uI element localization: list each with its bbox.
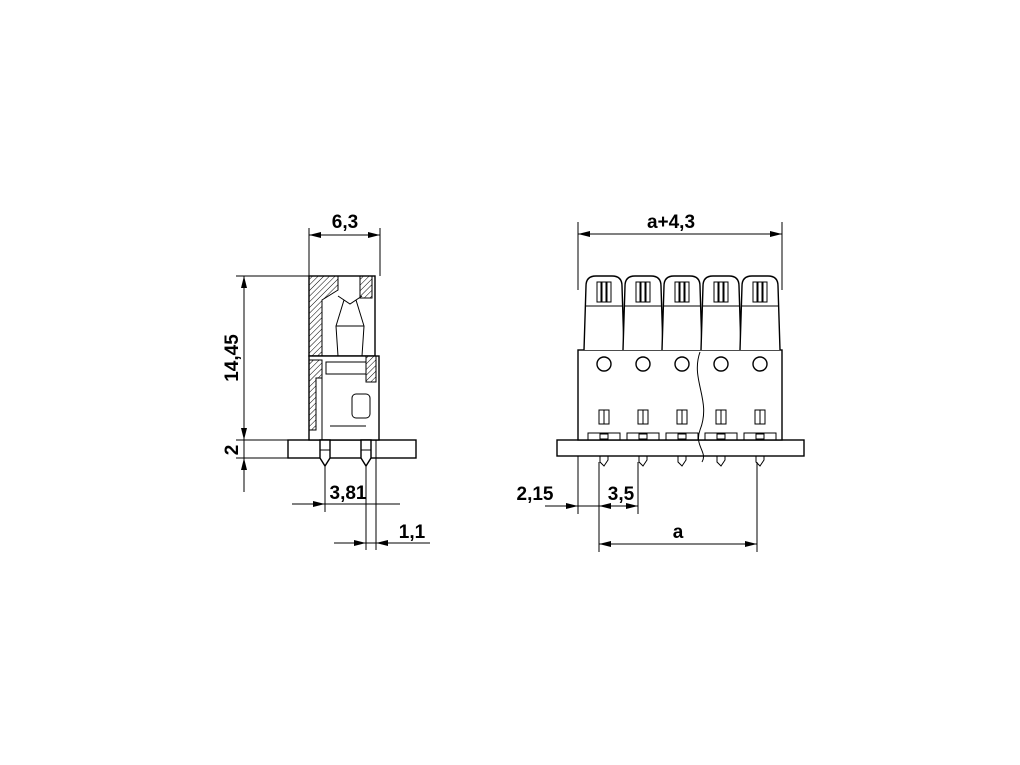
front-contact-opening: [626, 432, 660, 441]
front-contact-tab: [677, 433, 687, 440]
side-release-window: [351, 393, 371, 419]
dim-label-front-width: a+4,3: [647, 212, 695, 233]
front-contact-opening: [665, 432, 699, 441]
front-pin: [599, 456, 609, 467]
side-hatched-wall-bottom: [308, 359, 323, 431]
side-inner-slot: [325, 361, 367, 375]
front-modules: [583, 275, 781, 467]
dim-label-front-span: a: [673, 522, 684, 543]
front-test-hole: [752, 356, 768, 372]
side-pin-left: [319, 439, 331, 468]
front-pusher-slot: [596, 281, 602, 303]
front-pusher-slot: [752, 281, 758, 303]
front-test-hole: [713, 356, 729, 372]
front-contact-tab: [755, 433, 765, 440]
front-dimensions: a+4,3 2,15 3,5 a: [517, 212, 783, 552]
dim-label-side-base: 2: [222, 445, 243, 456]
side-view: [287, 275, 417, 468]
front-break-line: [696, 351, 705, 463]
front-base-plate: [556, 439, 805, 457]
front-pin: [638, 456, 648, 467]
front-pusher-slot: [635, 281, 641, 303]
front-pusher-slot: [684, 281, 690, 303]
front-pin: [677, 456, 687, 467]
front-contact-tab: [716, 433, 726, 440]
front-pusher-slot: [674, 281, 680, 303]
front-test-hole: [596, 356, 612, 372]
dim-label-side-offset: 1,1: [399, 522, 426, 543]
side-hatched-wall-top: [308, 275, 339, 357]
front-test-hole: [674, 356, 690, 372]
dim-label-side-height: 14,45: [222, 334, 243, 382]
front-pin: [716, 456, 726, 467]
front-contact-tab: [638, 433, 648, 440]
dim-label-side-width: 6,3: [332, 212, 358, 233]
side-pin-right: [360, 439, 372, 468]
side-hatched-latch: [365, 355, 377, 383]
front-contact-opening: [587, 432, 621, 441]
front-pusher-slot: [606, 281, 612, 303]
front-pusher-slot: [713, 281, 719, 303]
front-pusher: [700, 275, 742, 351]
front-pusher-slot: [640, 281, 646, 303]
front-pusher-slot: [601, 281, 607, 303]
front-pusher-slot: [718, 281, 724, 303]
front-pusher-slot: [679, 281, 685, 303]
dim-label-side-pitch: 3,81: [330, 483, 367, 504]
front-contact-opening: [743, 432, 777, 441]
dim-label-front-offset: 2,15: [517, 484, 554, 505]
front-pusher-slot: [645, 281, 651, 303]
front-pusher: [661, 275, 703, 351]
side-dimensions: 6,3 14,45 2 3,81 1,1: [222, 212, 430, 550]
front-pusher: [583, 275, 625, 351]
front-pusher-slot: [762, 281, 768, 303]
front-pusher: [622, 275, 664, 351]
front-test-hole: [635, 356, 651, 372]
front-pusher-slot: [723, 281, 729, 303]
front-contact-opening: [704, 432, 738, 441]
front-pusher-slot: [757, 281, 763, 303]
front-view: [556, 275, 805, 467]
front-pin: [755, 456, 765, 467]
side-base-plate: [287, 439, 417, 459]
front-contact-tab: [599, 433, 609, 440]
side-hatched-wall-right: [359, 275, 373, 299]
dim-label-front-pitch: 3,5: [608, 484, 635, 505]
front-pusher: [739, 275, 781, 351]
